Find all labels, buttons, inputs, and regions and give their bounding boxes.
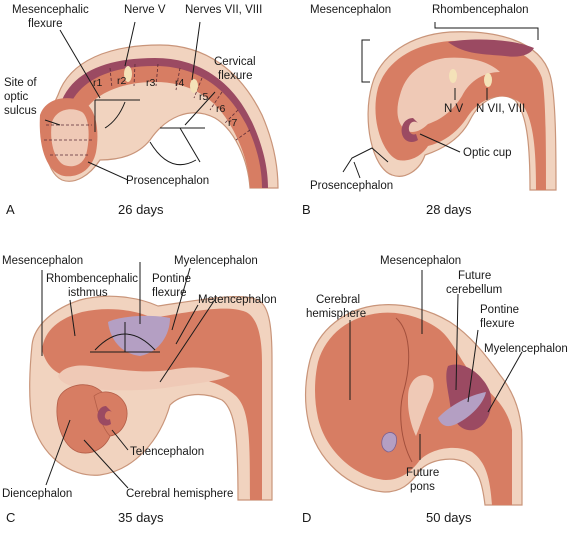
- panel-c-label-rhombencephalic-isthmus-2: isthmus: [68, 287, 108, 299]
- panel-c-label-rhombencephalic-isthmus-1: Rhombencephalic: [46, 273, 138, 285]
- panel-d-label-mesencephalon: Mesencephalon: [380, 255, 461, 267]
- panel-d-label-myelencephalon: Myelencephalon: [484, 343, 568, 355]
- panel-b-rhomb-roof: [448, 39, 534, 57]
- panel-a-forebrain-lumen: [51, 109, 89, 167]
- rhombomere-label: r6: [216, 103, 225, 115]
- rhombomere-label: r2: [117, 75, 126, 87]
- panel-c-label-metencephalon: Metencephalon: [198, 294, 277, 306]
- rhombomere-label: r4: [175, 77, 184, 89]
- panel-b-label-mesencephalon: Mesencephalon: [310, 4, 391, 16]
- panel-a-label-mesencephalic-flexure-1: Mesencephalic: [12, 4, 89, 16]
- panel-c-label-cerebral-hemisphere: Cerebral hemisphere: [126, 488, 233, 500]
- panel-d: Mesencephalon Future cerebellum Cerebral…: [302, 255, 568, 525]
- panel-d-label-future-pons-2: pons: [410, 481, 435, 493]
- panel-d-label-pontine-flexure-2: flexure: [480, 318, 515, 330]
- panel-a-nerve-vii-ganglion: [190, 79, 198, 93]
- rhombomere-label: r3: [146, 77, 155, 89]
- panel-c-flexure-angle: [90, 322, 160, 353]
- panel-a: r1 r2 r3 r4 r5 r6 r7 Mesencephalic flexu…: [4, 4, 279, 217]
- panel-c-letter: C: [6, 510, 15, 525]
- panel-a-label-nerves-vii-viii: Nerves VII, VIII: [185, 4, 262, 16]
- panel-c-label-diencephalon: Diencephalon: [2, 488, 72, 500]
- panel-a-label-cervical-flexure-2: flexure: [218, 70, 253, 82]
- panel-c-lumen: [58, 365, 230, 391]
- rhombomere-label: r5: [199, 91, 208, 103]
- panel-c-label-pontine-flexure-1: Pontine: [152, 273, 191, 285]
- panel-a-label-cervical-flexure-1: Cervical: [214, 56, 256, 68]
- panel-d-label-cerebral-hemisphere-2: hemisphere: [306, 308, 366, 320]
- panel-a-age: 26 days: [118, 202, 164, 217]
- panel-b-letter: B: [302, 202, 311, 217]
- panel-c-leader-lines: [41, 262, 217, 489]
- panel-a-label-optic-sulcus-3: sulcus: [4, 105, 37, 117]
- panel-a-letter: A: [6, 202, 15, 217]
- panel-a-label-prosencephalon: Prosencephalon: [126, 175, 209, 187]
- panel-b-label-rhombencephalon: Rhombencephalon: [432, 4, 529, 16]
- panel-c-label-myelencephalon: Myelencephalon: [174, 255, 258, 267]
- panel-c-brain: [42, 308, 262, 500]
- panel-b-optic-cup: [401, 118, 418, 142]
- panel-d-label-future-pons-1: Future: [406, 467, 439, 479]
- panel-b: Mesencephalon Rhombencephalon N V N VII,…: [302, 4, 557, 217]
- panel-b-label-prosencephalon: Prosencephalon: [310, 180, 393, 192]
- panel-c-optic-cup: [97, 406, 112, 426]
- panel-d-label-cerebral-hemisphere-1: Cerebral: [316, 294, 360, 306]
- rhombomere-label: r1: [93, 77, 102, 89]
- panel-d-label-pontine-flexure-1: Pontine: [480, 304, 519, 316]
- panel-b-label-optic-cup: Optic cup: [463, 147, 512, 159]
- panel-b-label-n-vii-viii: N VII, VIII: [476, 103, 525, 115]
- panel-a-flexure-angles: [94, 99, 205, 165]
- panel-c-label-pontine-flexure-2: flexure: [152, 287, 187, 299]
- panel-b-label-n-v: N V: [444, 103, 464, 115]
- panel-a-label-optic-sulcus-2: optic: [4, 91, 29, 103]
- panel-c-age: 35 days: [118, 510, 164, 525]
- panel-d-fourth-ventricle: [438, 392, 486, 427]
- panel-b-nerve-v: [449, 69, 457, 83]
- panel-b-leader-lines: [342, 22, 539, 179]
- panel-b-lumen: [397, 57, 500, 132]
- panel-c-label-telencephalon: Telencephalon: [130, 446, 204, 458]
- rhombomere-label: r7: [228, 117, 237, 129]
- panel-d-label-future-cerebellum-2: cerebellum: [446, 284, 502, 296]
- panel-a-label-nerve-v: Nerve V: [124, 4, 166, 16]
- panel-a-brain-wall: [70, 66, 262, 188]
- panel-d-hemisphere-boundary: [395, 317, 413, 463]
- panel-d-optic-stalk: [381, 432, 397, 453]
- panel-d-letter: D: [302, 510, 311, 525]
- panel-a-label-mesencephalic-flexure-2: flexure: [28, 18, 63, 30]
- panel-a-rhombomere-dividers: [44, 63, 251, 156]
- panel-c-fourth-ventricle-roof: [108, 315, 170, 356]
- panel-a-leader-lines: [44, 21, 216, 181]
- panel-c: Mesencephalon Rhombencephalic isthmus My…: [2, 255, 277, 525]
- panel-d-age: 50 days: [426, 510, 472, 525]
- panel-c-label-mesencephalon: Mesencephalon: [2, 255, 83, 267]
- panel-b-nerve-vii: [484, 73, 492, 87]
- panel-d-lumen: [408, 375, 434, 436]
- panel-b-age: 28 days: [426, 202, 472, 217]
- panel-a-nerve-v-ganglion: [124, 66, 132, 82]
- panel-d-leader-lines: [349, 270, 523, 460]
- panel-a-label-optic-sulcus-1: Site of: [4, 77, 37, 89]
- panel-d-label-future-cerebellum-1: Future: [458, 270, 491, 282]
